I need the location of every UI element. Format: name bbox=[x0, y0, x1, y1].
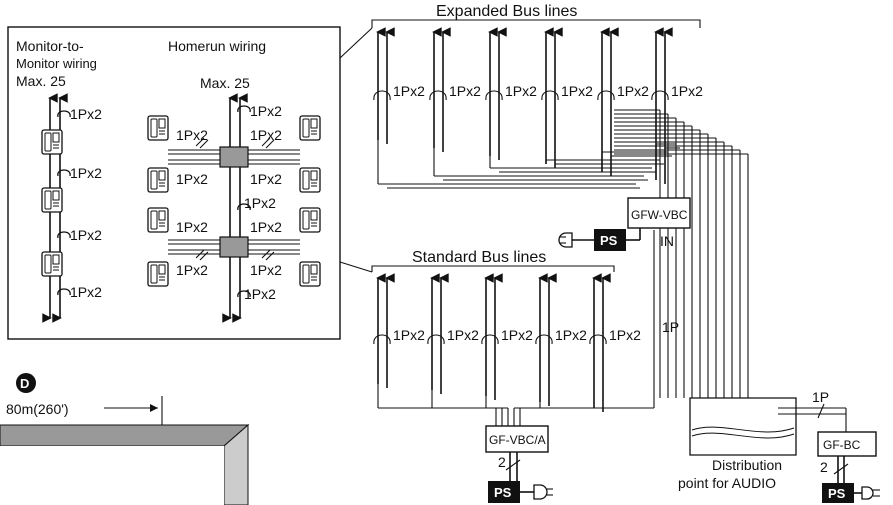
cable-label: 1Px2 bbox=[671, 83, 703, 99]
distance-marker-letter: D bbox=[20, 376, 29, 391]
monitor-to-monitor-title-1: Monitor-to- bbox=[16, 38, 84, 54]
cable-loop bbox=[485, 90, 503, 101]
cable-loop bbox=[481, 334, 499, 345]
cable-label: 1Px2 bbox=[501, 327, 533, 343]
monitor-icon bbox=[41, 187, 63, 213]
power-supply-standard: PS bbox=[488, 481, 553, 503]
ps-label: PS bbox=[600, 233, 618, 248]
cable-label: 1Px2 bbox=[250, 262, 282, 278]
monitor-icon bbox=[41, 251, 63, 277]
gf-vbc-a-label: GF-VBC/A bbox=[489, 433, 546, 447]
ps-box bbox=[822, 483, 854, 503]
cable-loop bbox=[429, 90, 447, 101]
cable-label: 1Px2 bbox=[176, 219, 208, 235]
standard-1p-label: 1P bbox=[662, 319, 679, 335]
cable-label: 1Px2 bbox=[250, 171, 282, 187]
cable-label: 1Px2 bbox=[70, 284, 102, 300]
homerun-title: Homerun wiring bbox=[168, 38, 266, 54]
monitor-icon bbox=[147, 115, 169, 141]
distance-marker: D 80m(260') bbox=[0, 373, 250, 505]
cable-label: 1Px2 bbox=[561, 83, 593, 99]
cable-loop bbox=[597, 90, 615, 101]
cable-label: 1Px2 bbox=[393, 327, 425, 343]
monitor-icon bbox=[41, 129, 63, 155]
gf-bc-label: GF-BC bbox=[823, 438, 861, 452]
cable-label: 1Px2 bbox=[250, 219, 282, 235]
monitor-icon bbox=[299, 167, 321, 193]
monitor-icon bbox=[147, 261, 169, 287]
distribution-1p-label: 1P bbox=[812, 389, 829, 405]
ps-box bbox=[488, 481, 520, 503]
cable-loop bbox=[373, 90, 391, 101]
distribution-point: Distribution point for AUDIO 1P GF-BC 2 … bbox=[678, 389, 880, 503]
ps-box bbox=[594, 229, 626, 251]
cable-label: 1Px2 bbox=[250, 103, 282, 119]
monitor-max: Max. 25 bbox=[16, 73, 66, 89]
junction-box bbox=[219, 236, 249, 258]
monitor-to-monitor-title-2: Monitor wiring bbox=[16, 56, 97, 71]
ps-label: PS bbox=[494, 485, 512, 500]
cable-label: 1Px2 bbox=[176, 127, 208, 143]
monitor-icon bbox=[299, 207, 321, 233]
monitor-icon bbox=[147, 207, 169, 233]
cable-label: 1Px2 bbox=[393, 83, 425, 99]
distribution-label-2: point for AUDIO bbox=[678, 475, 776, 491]
distribution-label-1: Distribution bbox=[712, 457, 782, 473]
gfw-vbc-unit bbox=[627, 197, 691, 229]
cable-label: 1Px2 bbox=[250, 127, 282, 143]
cable-label: 1Px2 bbox=[449, 83, 481, 99]
cable-label: 1Px2 bbox=[176, 171, 208, 187]
junction-box bbox=[219, 146, 249, 168]
homerun-max: Max. 25 bbox=[200, 75, 250, 91]
power-supply-expanded: PS bbox=[558, 228, 641, 251]
cable-loop bbox=[541, 90, 559, 101]
cable-label: 1Px2 bbox=[505, 83, 537, 99]
wire-count: 2 bbox=[820, 459, 828, 475]
gf-bc-unit bbox=[817, 431, 877, 457]
distance-value: 80m(260') bbox=[6, 401, 69, 417]
cable-loop bbox=[373, 334, 391, 345]
expanded-title: Expanded Bus lines bbox=[436, 3, 577, 20]
ps-label: PS bbox=[828, 486, 846, 501]
cable-label: 1Px2 bbox=[176, 262, 208, 278]
monitor-icon bbox=[299, 261, 321, 287]
inset-panel: Monitor-to- Monitor wiring Max. 25 Homer… bbox=[7, 26, 373, 340]
cable-loop bbox=[651, 90, 669, 101]
cable-label: 1Px2 bbox=[70, 227, 102, 243]
cable-label: 1Px2 bbox=[447, 327, 479, 343]
expanded-bus-section: Expanded Bus lines 1Px2 1Px2 1Px2 1Px2 1Px2 1… bbox=[371, 3, 749, 398]
cable-label: 1Px2 bbox=[244, 195, 276, 211]
cable-label: 1Px2 bbox=[70, 165, 102, 181]
cable-label: 1Px2 bbox=[609, 327, 641, 343]
cable-label: 1Px2 bbox=[70, 106, 102, 122]
standard-title: Standard Bus lines bbox=[412, 249, 546, 266]
monitor-icon bbox=[299, 115, 321, 141]
cable-loop bbox=[427, 334, 445, 345]
in-label: IN bbox=[660, 233, 674, 249]
cable-label: 1Px2 bbox=[244, 286, 276, 302]
cable-loop bbox=[589, 334, 607, 345]
monitor-icon bbox=[147, 167, 169, 193]
cable-label: 1Px2 bbox=[555, 327, 587, 343]
cable-label: 1Px2 bbox=[617, 83, 649, 99]
gfw-vbc-label: GFW-VBC bbox=[631, 208, 688, 222]
wire-count: 2 bbox=[498, 454, 506, 470]
cable-loop bbox=[535, 334, 553, 345]
